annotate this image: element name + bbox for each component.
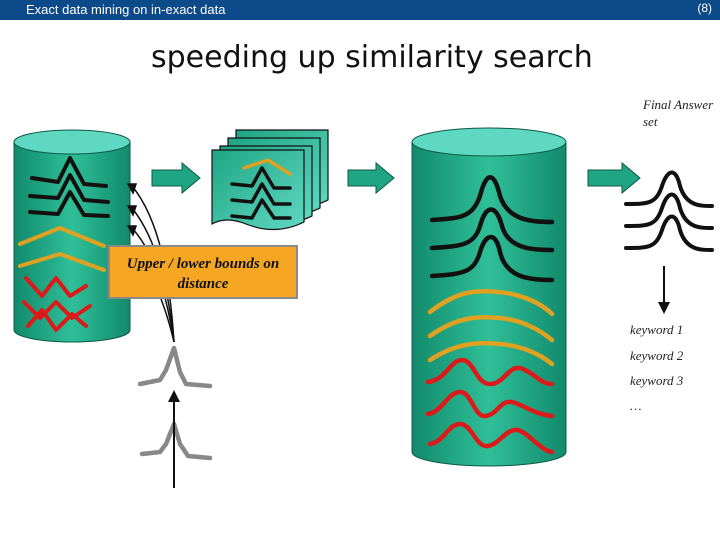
query-arrow <box>168 390 180 488</box>
black-series-curve <box>429 207 555 253</box>
black-series-curve <box>624 192 714 230</box>
header-title: Exact data mining on in-exact data <box>26 2 226 17</box>
red-series-curve <box>24 276 88 298</box>
orange-series-curve <box>427 288 555 317</box>
series-curves-right <box>425 175 555 455</box>
header-bar <box>0 0 720 20</box>
candidate-page-stack <box>211 129 329 231</box>
keyword-item: keyword 2 <box>630 348 684 363</box>
orange-series-curve <box>427 340 555 367</box>
down-arrow-keywords <box>658 266 670 314</box>
red-series-curve <box>425 357 555 387</box>
black-series-curve <box>429 234 555 283</box>
orange-series-curve <box>18 226 106 248</box>
black-series-curve <box>28 190 110 218</box>
black-series-curve <box>30 156 108 188</box>
red-series-curve <box>26 308 88 332</box>
page-number: (8) <box>697 1 712 15</box>
series-curves-left <box>18 156 110 332</box>
black-series-curve <box>28 173 110 204</box>
flow-arrow-1 <box>151 161 201 195</box>
red-series-curve <box>427 421 555 455</box>
bounds-label-box: Upper / lower bounds on distance <box>108 245 298 299</box>
red-series-curve <box>22 300 92 320</box>
black-series-curve <box>624 214 714 252</box>
final-answer-label: Final Answer set <box>643 97 714 129</box>
keyword-item: … <box>630 398 642 413</box>
black-series-curve <box>429 175 555 225</box>
database-cylinder-right <box>411 127 567 467</box>
red-series-curve <box>425 389 555 419</box>
orange-series-curve <box>18 252 106 272</box>
keyword-item: keyword 3 <box>630 373 684 388</box>
keyword-item: keyword 1 <box>630 322 684 337</box>
flow-arrow-3 <box>587 161 641 195</box>
query-series-curve <box>137 345 213 389</box>
flow-arrow-2 <box>347 161 395 195</box>
orange-series-curve <box>427 314 555 343</box>
final-answer-curves <box>624 170 714 252</box>
slide-title: speeding up similarity search <box>151 40 593 75</box>
black-series-curve <box>624 170 714 208</box>
query-series-curve <box>139 421 213 461</box>
